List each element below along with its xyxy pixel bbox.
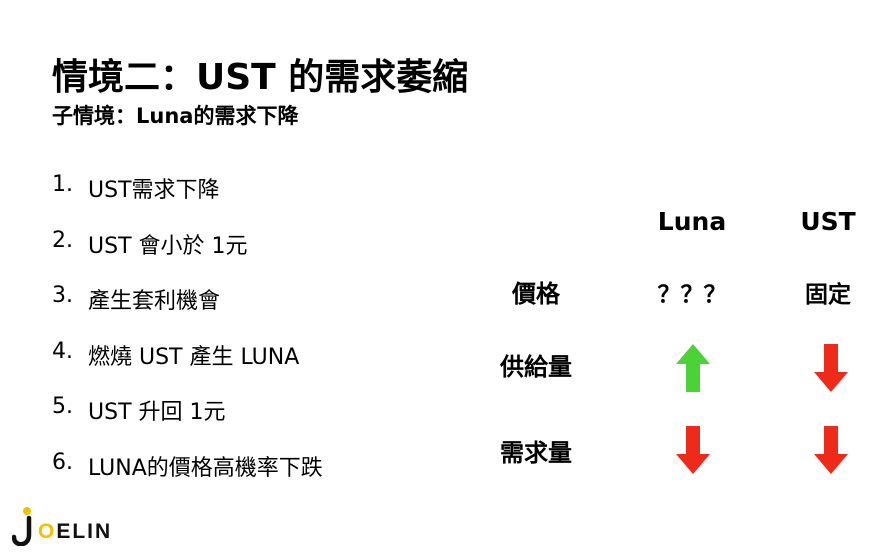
row-label-demand: 需求量 bbox=[500, 439, 572, 467]
up-arrow-icon bbox=[676, 344, 710, 392]
list-item: 2.UST 會小於 1元 bbox=[52, 227, 248, 259]
list-item: 5.UST 升回 1元 bbox=[52, 394, 226, 425]
logo-o-letter: O bbox=[38, 520, 57, 543]
column-header-luna: Luna bbox=[657, 207, 727, 236]
down-arrow-icon bbox=[814, 426, 848, 474]
list-item: 1.UST需求下降 bbox=[52, 172, 220, 203]
list-item: 4.燃燒 UST 產生 LUNA bbox=[52, 338, 300, 370]
page-subtitle: 子情境：Luna的需求下降 bbox=[52, 104, 299, 128]
ust-price-value: 固定 bbox=[805, 282, 851, 308]
steps-list: 1.UST需求下降 2.UST 會小於 1元 3.產生套利機會 4.燃燒 UST… bbox=[52, 172, 323, 505]
down-arrow-icon bbox=[814, 344, 848, 392]
joelin-logo: OELIN bbox=[12, 506, 112, 546]
luna-price-value: ？？？ bbox=[657, 282, 727, 308]
list-item: 3.產生套利機會 bbox=[52, 283, 221, 314]
row-label-price: 價格 bbox=[512, 280, 560, 308]
logo-j-mark bbox=[12, 507, 32, 546]
column-header-ust: UST bbox=[800, 207, 856, 236]
page-title: 情境二：UST 的需求萎縮 bbox=[52, 57, 469, 98]
list-item: 6.LUNA的價格高機率下跌 bbox=[52, 449, 323, 481]
down-arrow-icon bbox=[676, 426, 710, 474]
logo-rest-letters: ELIN bbox=[56, 520, 113, 543]
row-label-supply: 供給量 bbox=[500, 353, 572, 381]
